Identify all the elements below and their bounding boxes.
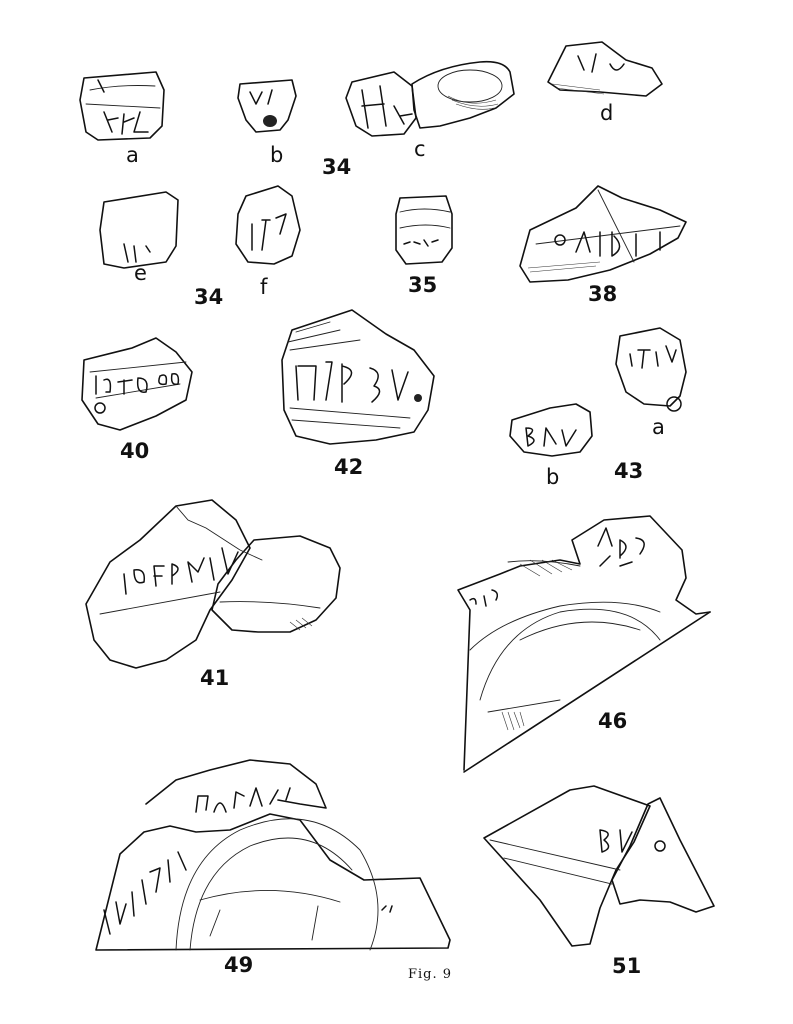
number-38: 38 (588, 282, 618, 306)
label-43a: a (652, 415, 665, 439)
sherd-43a (615, 327, 687, 412)
label-43b: b (546, 465, 560, 489)
number-49: 49 (224, 953, 254, 977)
number-42: 42 (334, 455, 364, 479)
label-34c: c (414, 137, 426, 161)
number-43: 43 (614, 459, 644, 483)
sherd-34d (547, 41, 663, 97)
sherd-34c (345, 60, 515, 137)
number-41: 41 (200, 666, 230, 690)
label-34e: e (134, 261, 147, 285)
sherd-49 (95, 759, 451, 951)
number-35: 35 (408, 273, 438, 297)
sherd-41 (85, 499, 341, 669)
number-46: 46 (598, 709, 628, 733)
number-51: 51 (612, 954, 642, 978)
sherd-35 (395, 195, 453, 265)
sherd-34b (237, 79, 297, 133)
label-34a: a (126, 143, 139, 167)
label-34d: d (600, 101, 614, 125)
number-34-bottom: 34 (194, 285, 224, 309)
label-34b: b (270, 143, 284, 167)
sherd-42 (281, 309, 435, 445)
sherd-40 (81, 337, 193, 431)
sherd-34a (79, 71, 165, 141)
sherd-34e (99, 191, 179, 269)
number-40: 40 (120, 439, 150, 463)
sherd-43b (509, 403, 593, 457)
sherd-34f (235, 185, 301, 265)
number-34-top: 34 (322, 155, 352, 179)
sherd-46 (457, 515, 711, 773)
sherd-38 (519, 185, 687, 283)
label-34f: f (260, 275, 268, 299)
sherd-51 (483, 785, 715, 947)
figure-caption: Fig. 9 (408, 967, 453, 982)
